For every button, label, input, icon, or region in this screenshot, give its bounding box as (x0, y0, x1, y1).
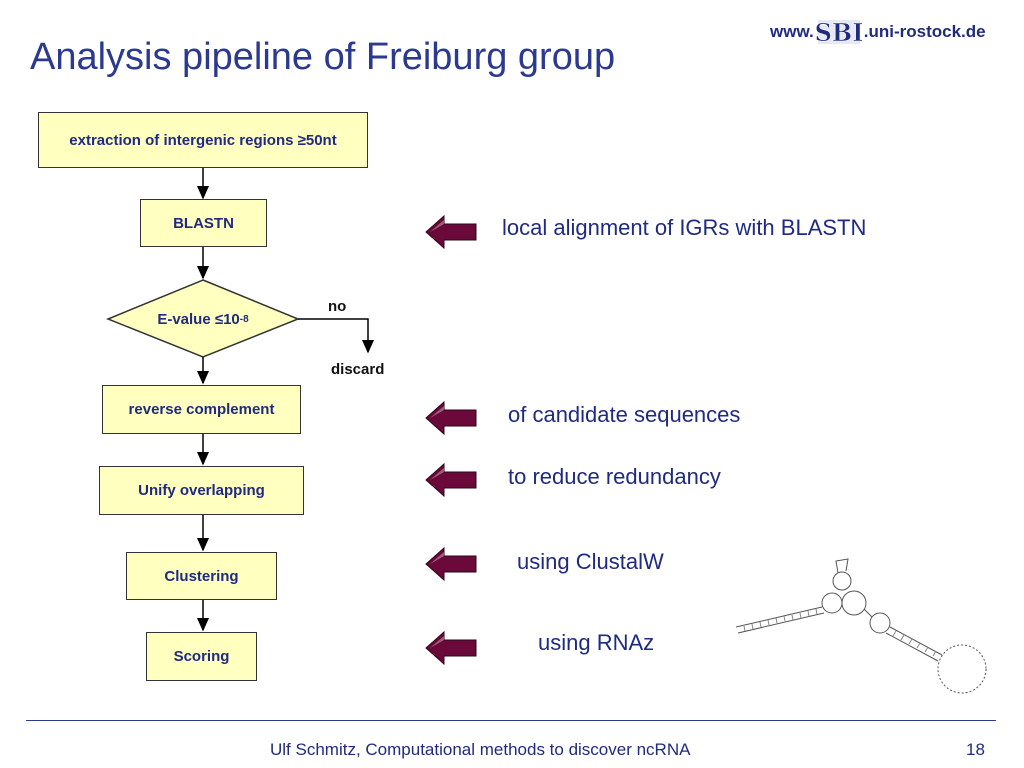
step-reverse-complement: reverse complement (102, 385, 301, 434)
logo-prefix: www. (770, 22, 814, 41)
page-title: Analysis pipeline of Freiburg group (30, 36, 616, 78)
arrow-left-icon (425, 400, 477, 436)
step-extraction: extraction of intergenic regions ≥50nt (38, 112, 368, 168)
sbi-logo-mark: SBI (816, 18, 862, 48)
decision-evalue: E-value ≤10-8 (108, 308, 298, 330)
step-scoring: Scoring (146, 632, 257, 681)
step-blastn: BLASTN (140, 199, 267, 247)
note-blastn: local alignment of IGRs with BLASTN (502, 215, 867, 240)
footer-text: Ulf Schmitz, Computational methods to di… (270, 740, 691, 759)
note-scoring: using RNAz (538, 630, 655, 655)
logo-mark-text: SBI (816, 18, 862, 47)
sbi-logo: www. SBI .uni-rostock.de (770, 14, 986, 50)
logo-suffix: .uni-rostock.de (863, 22, 986, 41)
decision-exponent: -8 (239, 313, 249, 325)
arrow-left-icon (425, 214, 477, 250)
page-number: 18 (966, 740, 985, 759)
branch-discard-label: discard (331, 361, 385, 378)
arrow-left-icon (425, 630, 477, 666)
step-unify-overlapping: Unify overlapping (99, 466, 304, 515)
arrow-left-icon (425, 462, 477, 498)
rna-structure-icon (735, 558, 987, 694)
step-clustering: Clustering (126, 552, 277, 600)
note-unify: to reduce redundancy (508, 464, 721, 489)
note-reverse-complement: of candidate sequences (508, 402, 741, 427)
footer-divider (26, 720, 996, 721)
note-clustering: using ClustalW (517, 549, 664, 574)
branch-no-label: no (328, 298, 347, 315)
decision-label: E-value ≤10 (157, 310, 240, 328)
connector-evalue-discard (298, 318, 374, 354)
arrow-left-icon (425, 546, 477, 582)
